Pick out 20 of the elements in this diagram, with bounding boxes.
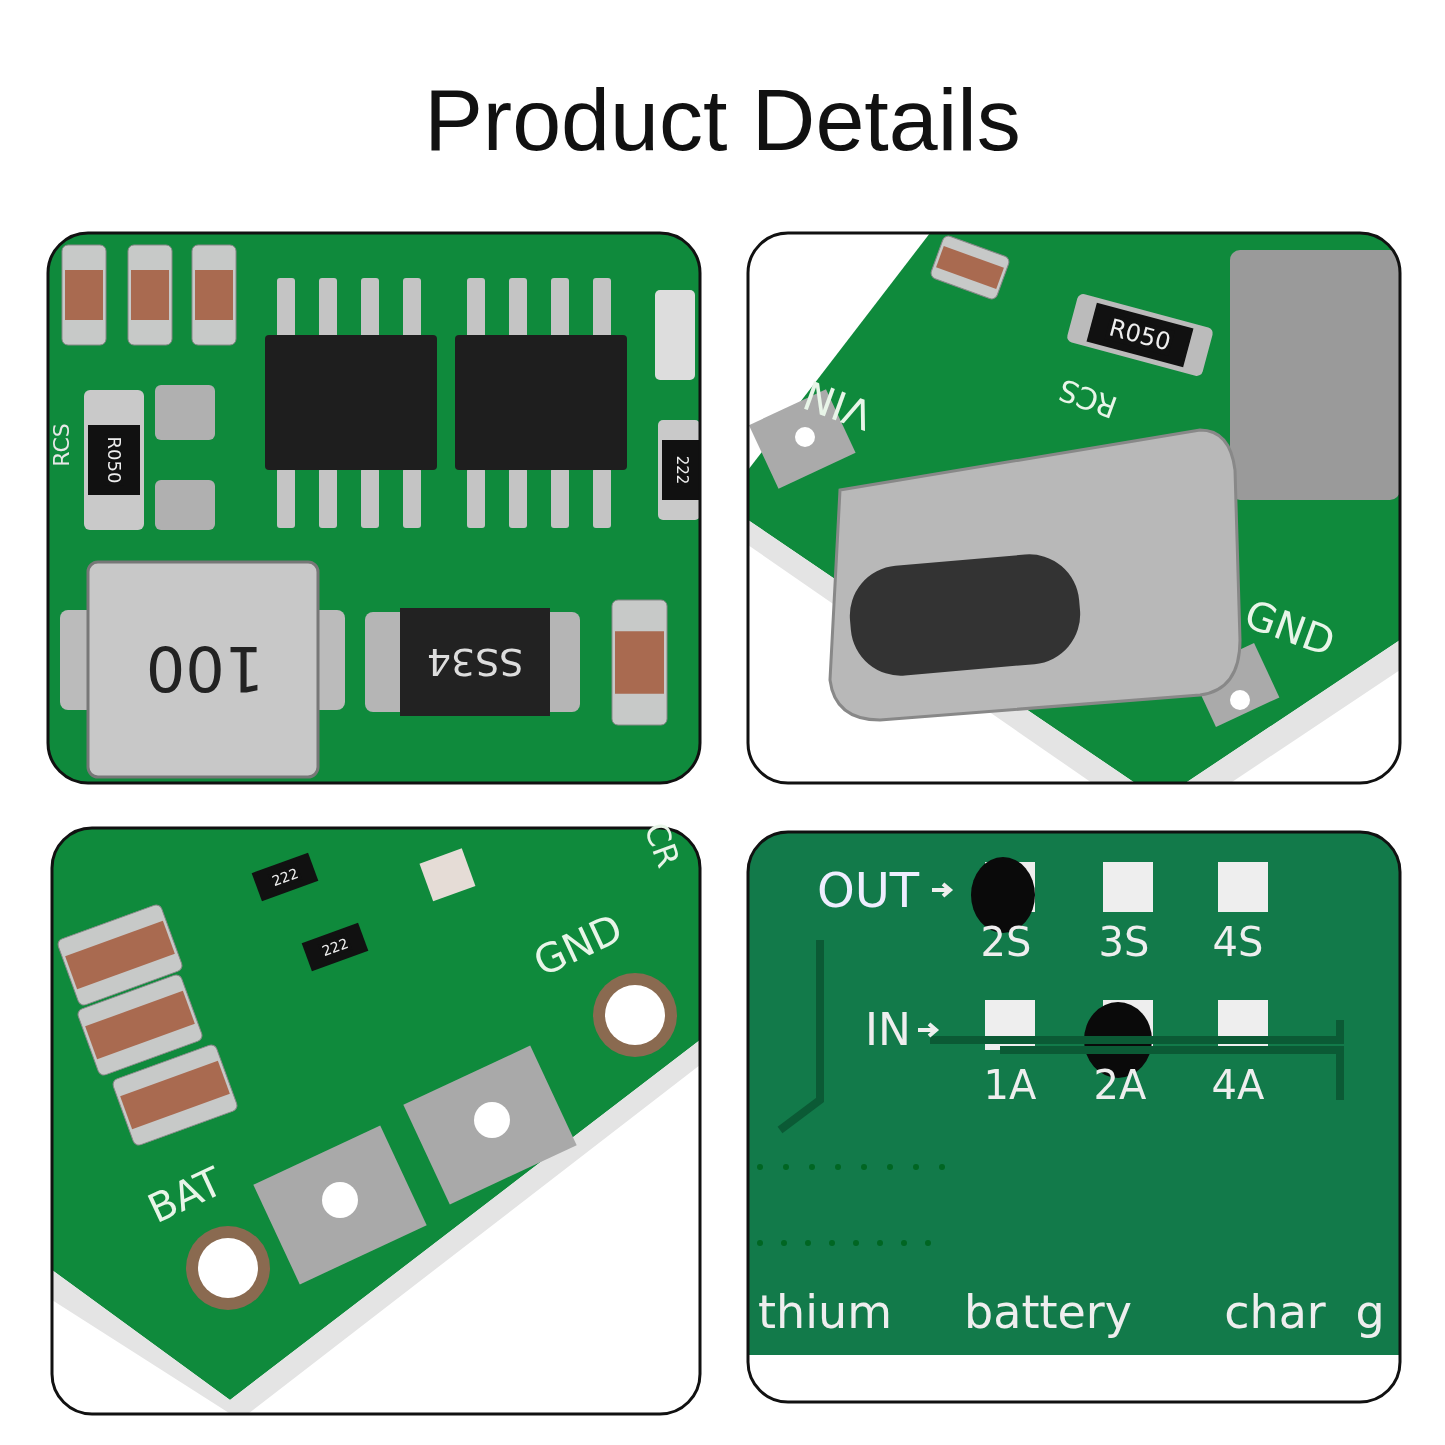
page-title: Product Details: [423, 72, 1022, 169]
silkscreen-text: CR: [639, 818, 685, 872]
silkscreen-text: char: [1224, 1289, 1326, 1335]
silkscreen-text: RCS: [51, 423, 73, 467]
silkscreen-text: OUT: [816, 866, 920, 914]
silkscreen-text: 1A: [983, 1065, 1037, 1105]
silkscreen-text: 4A: [1211, 1065, 1265, 1105]
silkscreen-text: GND: [528, 907, 628, 983]
silkscreen-text: GND: [1240, 593, 1340, 663]
inductor-marking: 100: [145, 637, 265, 699]
silkscreen-text: VIN: [798, 374, 878, 436]
silkscreen-text: 4S: [1212, 922, 1264, 962]
silkscreen-text: RCS: [1055, 373, 1121, 423]
silkscreen-text: 2A: [1093, 1065, 1147, 1105]
diode-marking: SS34: [426, 643, 524, 681]
silkscreen-text: IN: [865, 1008, 911, 1052]
silkscreen-text: 3S: [1098, 922, 1150, 962]
silkscreen-text: thium: [758, 1289, 892, 1335]
silkscreen-text: 2S: [980, 922, 1032, 962]
silkscreen-text: BAT: [142, 1160, 228, 1230]
